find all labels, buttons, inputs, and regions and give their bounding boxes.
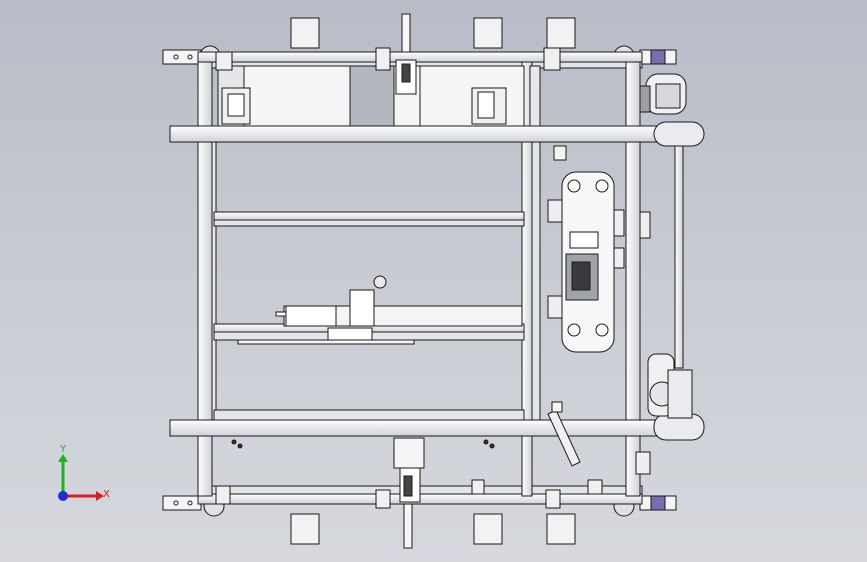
linear-actuator [237, 275, 523, 345]
right-carriage [547, 145, 651, 353]
diagonal-strut [547, 401, 651, 475]
bottom-hardware [215, 437, 603, 509]
x-axis-label: X [103, 489, 110, 500]
vertical-frame-posts [197, 61, 641, 497]
z-axis-dot [58, 491, 68, 501]
cross-beam-upper [169, 121, 705, 147]
upper-plates [215, 47, 561, 127]
y-axis-label: Y [59, 444, 67, 455]
right-guide-rod [639, 73, 693, 419]
cross-beam-lower [169, 413, 705, 441]
top-motor-blocks [290, 13, 576, 77]
